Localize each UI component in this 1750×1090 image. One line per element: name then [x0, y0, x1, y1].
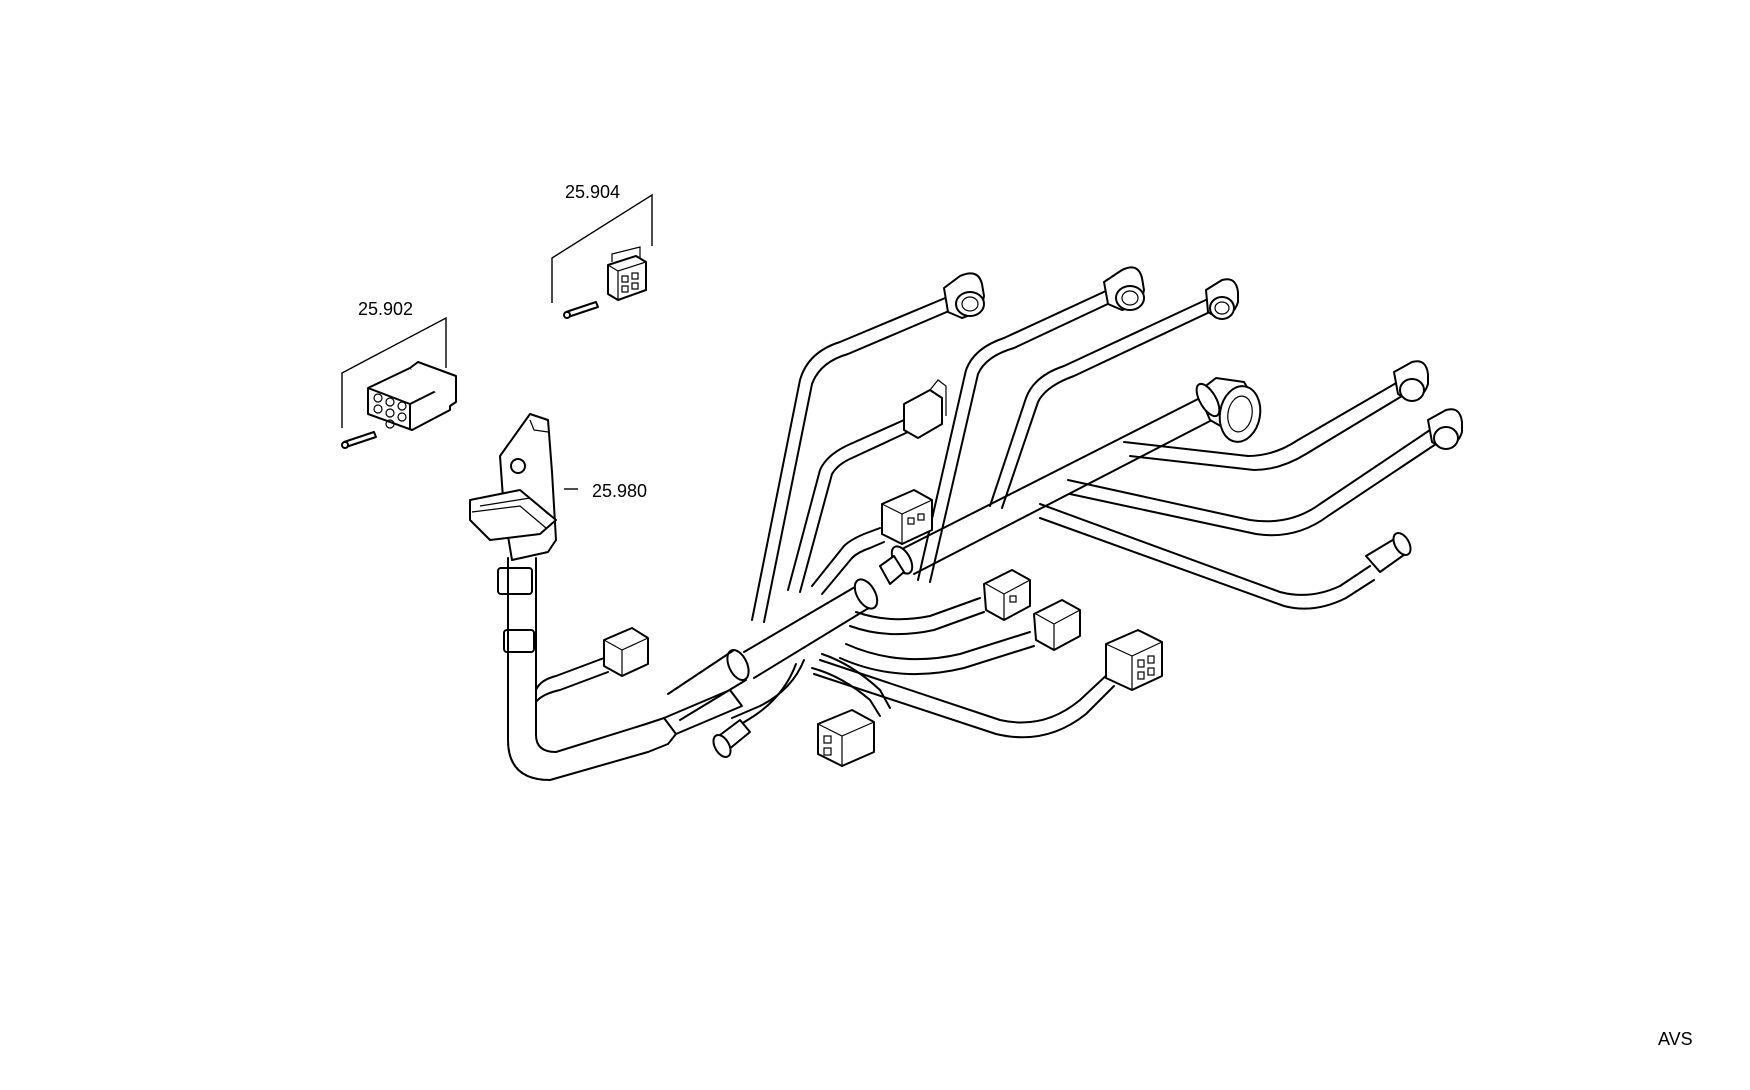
branch-conn-c	[849, 569, 1031, 636]
leader-25-904	[551, 193, 653, 303]
branch-round-2	[917, 266, 1145, 583]
branch-left-connector	[535, 627, 649, 703]
pin-25-902	[341, 431, 377, 449]
leader-25-902	[341, 316, 447, 428]
connector-25-902	[367, 361, 457, 431]
branch-right-2	[1067, 408, 1463, 537]
branch-bottom-connector	[811, 653, 891, 767]
branch-conn-b	[811, 489, 933, 595]
branch-conn-d	[839, 599, 1081, 676]
bracket-25-980	[469, 413, 557, 653]
callout-25-902: 25.902	[358, 299, 414, 319]
elbow-tube	[879, 377, 1262, 585]
branch-sensor-left	[712, 659, 805, 758]
branch-round-3	[989, 278, 1239, 509]
branch-round-1	[751, 272, 985, 623]
callout-25-980: 25.980	[592, 481, 648, 501]
branch-conn-e	[813, 629, 1163, 739]
pin-25-904	[563, 301, 599, 319]
main-trunk	[507, 557, 879, 781]
branch-sensor-right	[1039, 503, 1412, 610]
branch-right-1	[1123, 360, 1429, 471]
connector-25-904	[607, 246, 647, 301]
branch-conn-a	[787, 379, 947, 593]
avs-code: AVS	[1658, 1029, 1693, 1049]
callout-25-904: 25.904	[565, 182, 621, 202]
